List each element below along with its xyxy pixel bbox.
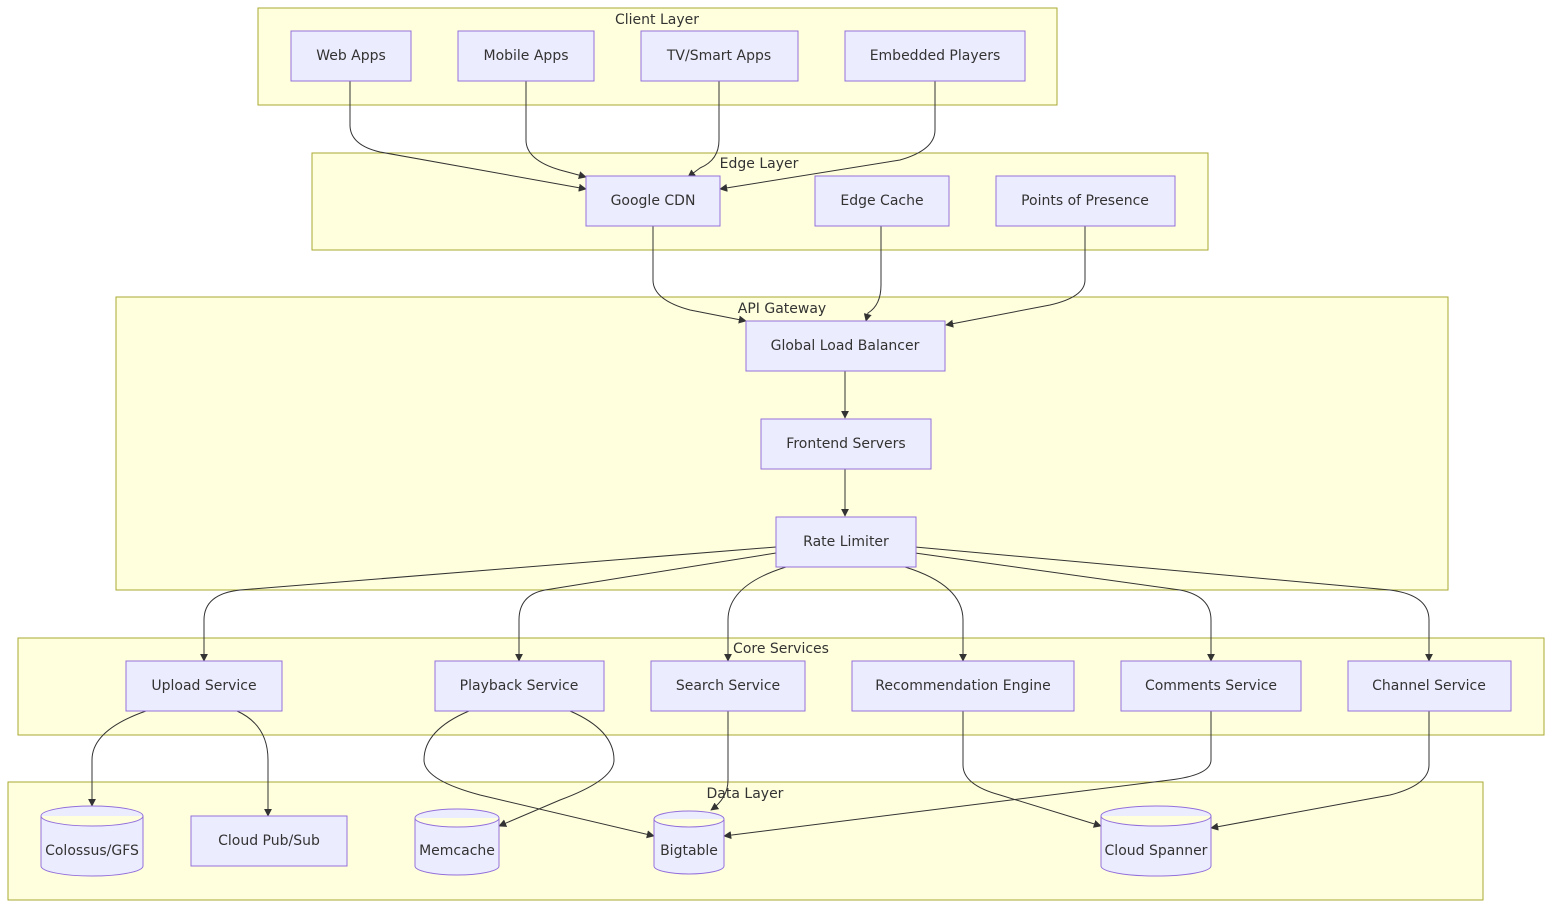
edge-web-apps-to-google-cdn	[349, 81, 587, 192]
edge-search-to-bigtable	[710, 711, 729, 811]
node-points-of-presence[interactable]: Points of Presence	[995, 175, 1176, 227]
node-bigtable[interactable]: Bigtable	[653, 810, 725, 875]
edge-rate-limiter-to-channel	[914, 546, 1433, 662]
node-embedded-players[interactable]: Embedded Players	[844, 30, 1026, 82]
node-channel-service[interactable]: Channel Service	[1347, 660, 1512, 712]
node-rate-limiter[interactable]: Rate Limiter	[775, 516, 917, 568]
edge-mobile-apps-to-google-cdn	[525, 81, 587, 179]
edge-tv-apps-to-google-cdn	[687, 81, 720, 178]
node-points-of-presence-label: Points of Presence	[1021, 193, 1149, 209]
node-frontend-servers[interactable]: Frontend Servers	[760, 418, 932, 470]
api-gateway-title: API Gateway	[738, 301, 826, 317]
node-tv-smart-apps-label: TV/Smart Apps	[666, 48, 771, 64]
edge-rate-limiter-to-recommendation	[904, 566, 967, 662]
node-edge-cache-label: Edge Cache	[840, 193, 923, 209]
edge-comments-to-bigtable	[723, 711, 1212, 840]
node-web-apps[interactable]: Web Apps	[290, 30, 412, 82]
edge-rate-limiter-to-search	[724, 566, 787, 662]
node-playback-service[interactable]: Playback Service	[434, 660, 605, 712]
node-global-load-balancer[interactable]: Global Load Balancer	[745, 320, 946, 372]
node-cloud-pubsub[interactable]: Cloud Pub/Sub	[190, 815, 348, 867]
node-recommendation-engine[interactable]: Recommendation Engine	[851, 660, 1075, 712]
node-web-apps-label: Web Apps	[316, 48, 386, 64]
edge-rate-limiter-to-upload	[200, 546, 777, 662]
edge-pop-to-glb	[945, 226, 1086, 328]
node-bigtable-label: Bigtable	[660, 843, 718, 859]
node-colossus-gfs-label: Colossus/GFS	[45, 843, 139, 859]
node-search-service-label: Search Service	[676, 678, 780, 694]
edge-channel-to-spanner	[1210, 711, 1430, 831]
edge-layer-title: Edge Layer	[720, 156, 799, 172]
node-tv-smart-apps[interactable]: TV/Smart Apps	[640, 30, 799, 82]
node-cloud-pubsub-label: Cloud Pub/Sub	[218, 833, 320, 849]
node-memcache[interactable]: Memcache	[414, 808, 500, 876]
node-upload-service[interactable]: Upload Service	[125, 660, 283, 712]
node-cloud-spanner[interactable]: Cloud Spanner	[1100, 805, 1212, 877]
edge-playback-to-memcache	[498, 710, 615, 827]
edge-upload-to-pubsub	[236, 710, 272, 817]
node-rate-limiter-label: Rate Limiter	[803, 534, 889, 550]
node-mobile-apps[interactable]: Mobile Apps	[457, 30, 595, 82]
node-mobile-apps-label: Mobile Apps	[483, 48, 568, 64]
edge-playback-to-bigtable	[423, 710, 655, 839]
node-recommendation-engine-label: Recommendation Engine	[875, 678, 1050, 694]
edges	[88, 81, 1433, 840]
node-memcache-label: Memcache	[419, 843, 495, 859]
data-layer-title: Data Layer	[707, 786, 784, 802]
edge-google-cdn-to-glb	[652, 226, 747, 324]
node-colossus-gfs[interactable]: Colossus/GFS	[40, 805, 144, 877]
node-upload-service-label: Upload Service	[151, 678, 256, 694]
node-frontend-servers-label: Frontend Servers	[786, 436, 905, 452]
node-playback-service-label: Playback Service	[460, 678, 579, 694]
node-comments-service-label: Comments Service	[1145, 678, 1277, 694]
edge-embedded-players-to-google-cdn	[719, 81, 936, 192]
core-services-title: Core Services	[733, 641, 829, 657]
edge-rate-limiter-to-comments	[914, 552, 1215, 662]
node-cloud-spanner-label: Cloud Spanner	[1105, 843, 1208, 859]
node-comments-service[interactable]: Comments Service	[1120, 660, 1302, 712]
node-search-service[interactable]: Search Service	[650, 660, 806, 712]
edge-recommendation-to-spanner	[962, 711, 1102, 828]
node-embedded-players-label: Embedded Players	[870, 48, 1001, 64]
node-channel-service-label: Channel Service	[1372, 678, 1486, 694]
node-google-cdn[interactable]: Google CDN	[585, 175, 721, 227]
node-google-cdn-label: Google CDN	[611, 193, 696, 209]
edge-rate-limiter-to-playback	[515, 552, 777, 662]
client-layer-title: Client Layer	[615, 12, 699, 28]
edge-upload-to-colossus	[88, 710, 147, 807]
node-global-load-balancer-label: Global Load Balancer	[771, 338, 920, 354]
edge-edge-cache-to-glb	[863, 226, 882, 322]
node-edge-cache[interactable]: Edge Cache	[814, 175, 950, 227]
